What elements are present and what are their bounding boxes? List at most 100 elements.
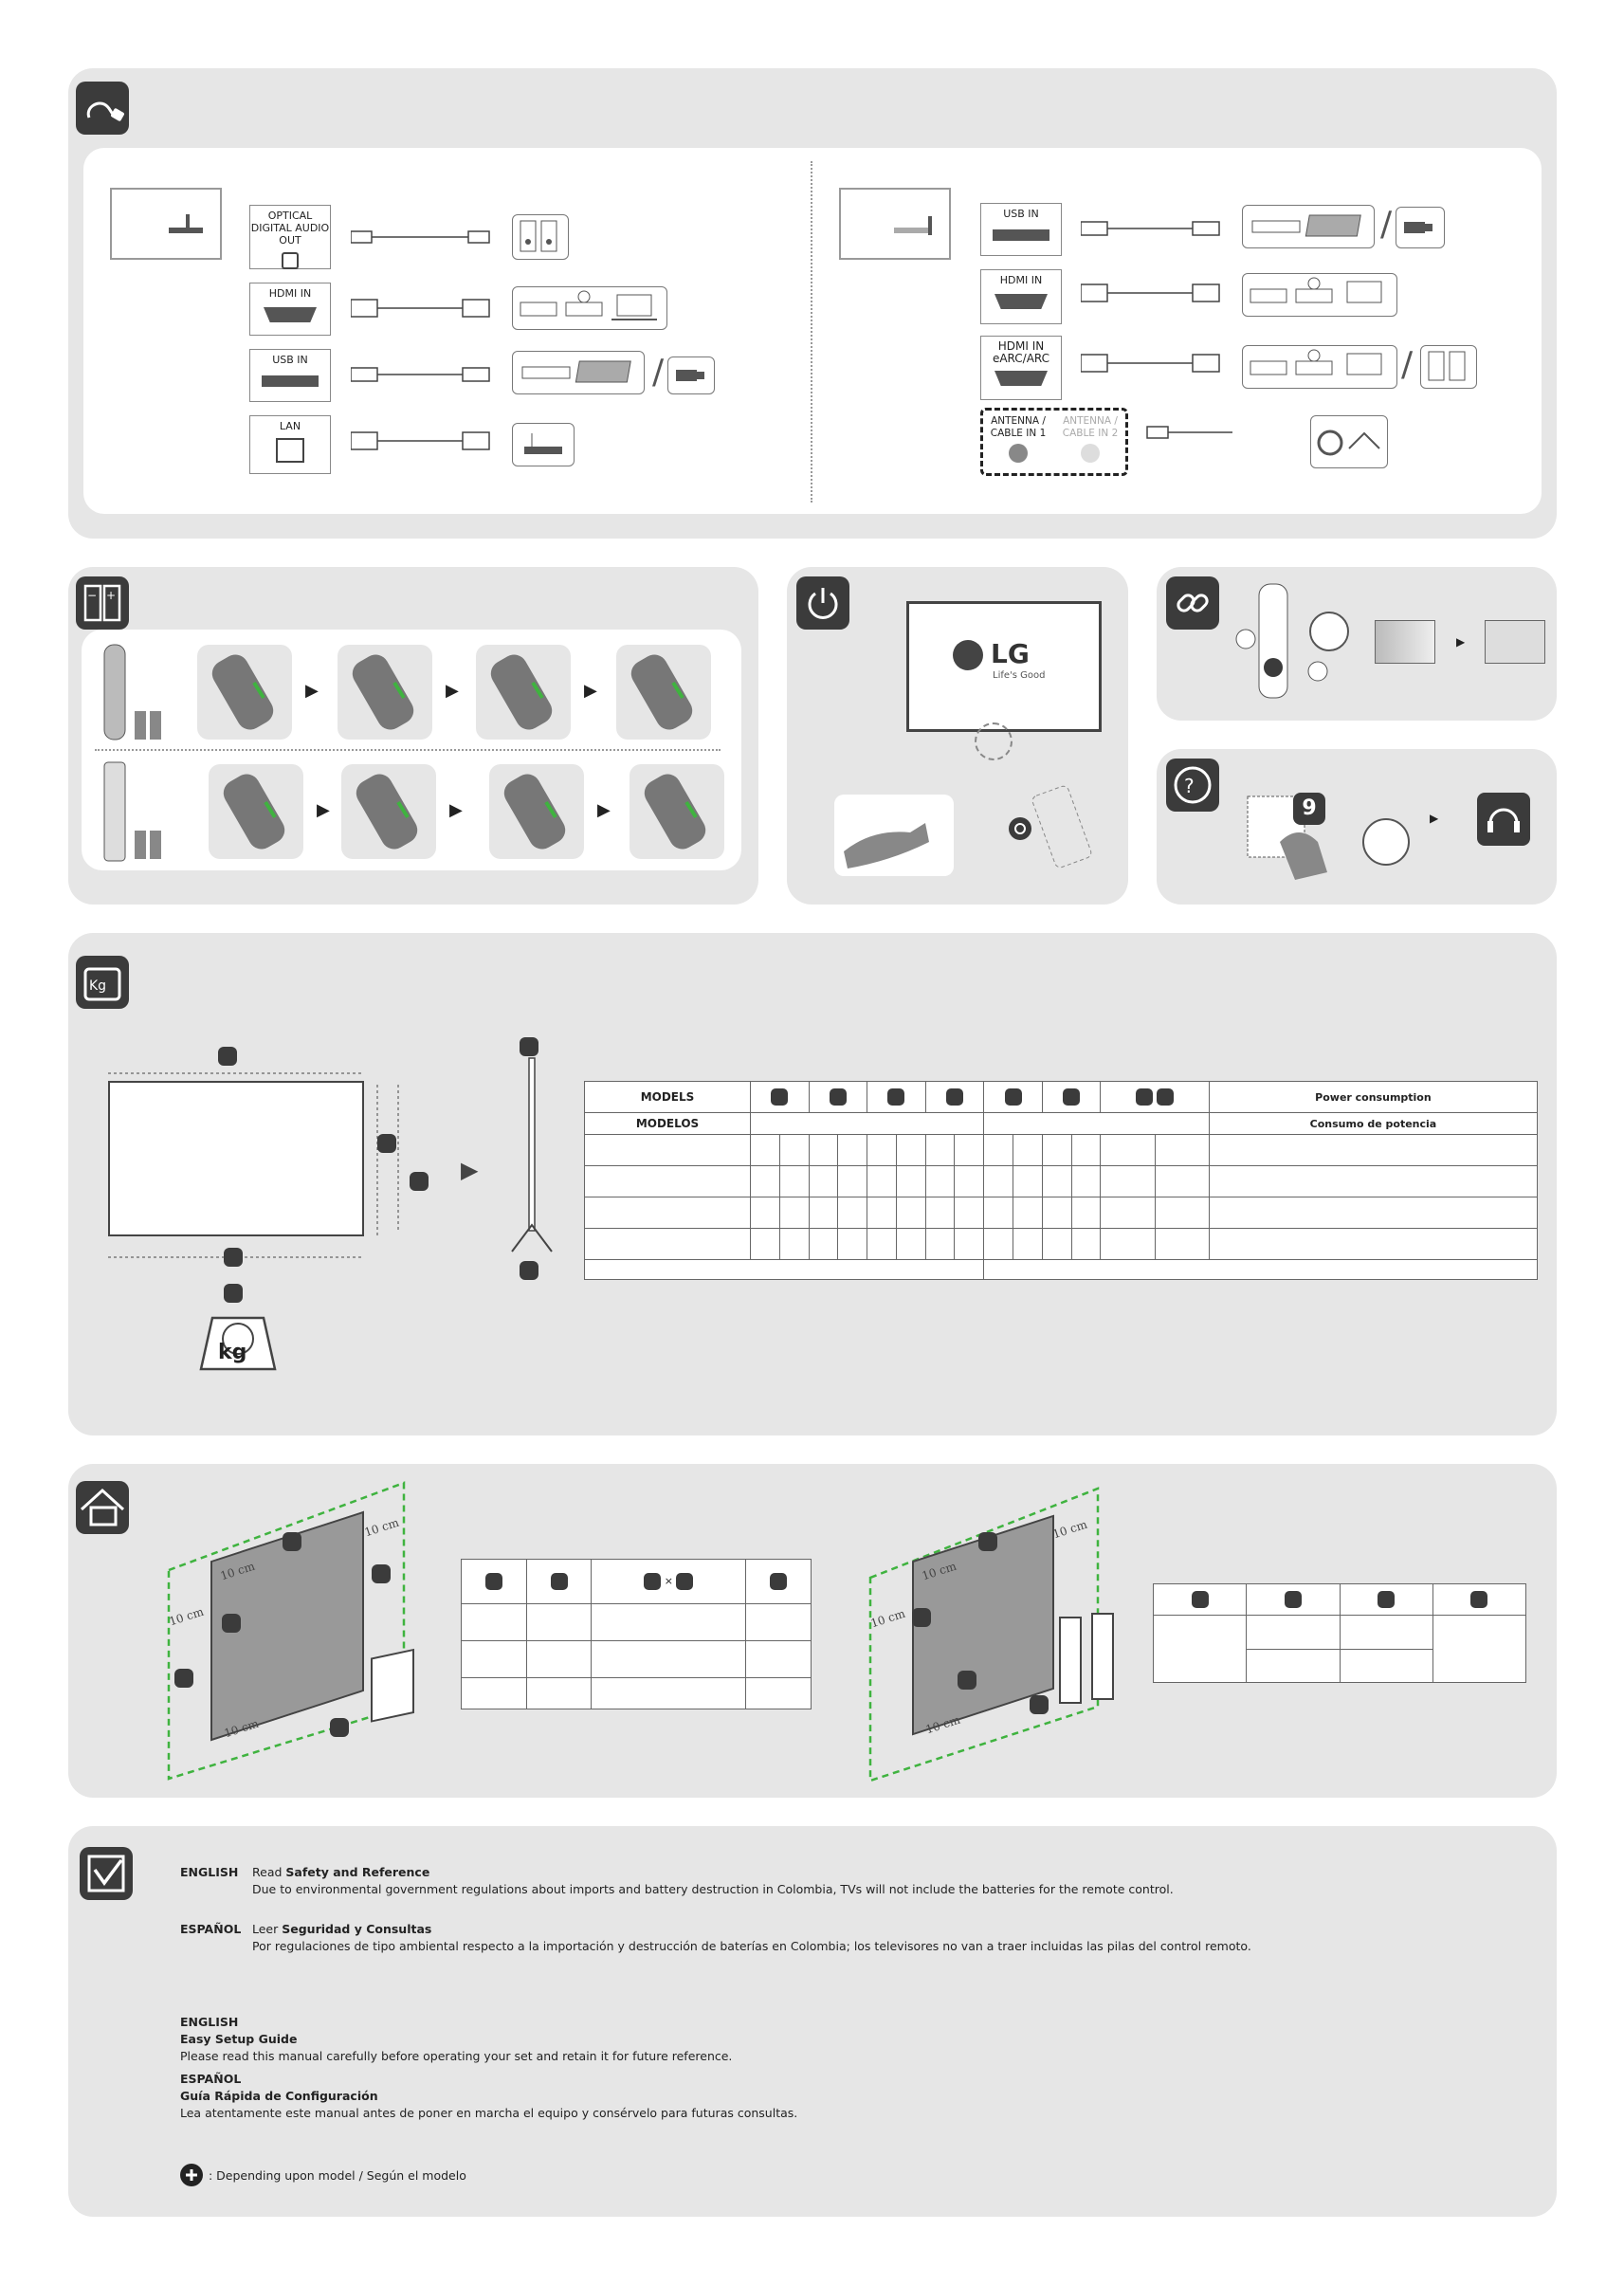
weight-tag-icon: Kg <box>76 956 129 1009</box>
table-row <box>584 1165 1539 1197</box>
port-usb-right: USB IN <box>980 203 1062 256</box>
wall-clearance-left <box>167 1481 406 1781</box>
port-hdmi-right: HDMI IN <box>980 269 1062 324</box>
wall-table-right <box>1152 1583 1527 1683</box>
lg-logo <box>953 640 983 670</box>
dimension-lines <box>108 1072 399 1258</box>
guide-title-es: Guía Rápida de Configuración <box>180 2088 378 2104</box>
times-symbol: × <box>664 1575 673 1587</box>
lg-tagline: Life's Good <box>993 670 1046 681</box>
av-devices-icon <box>1242 345 1397 389</box>
checklist-icon <box>80 1847 133 1900</box>
guide-title-en: Easy Setup Guide <box>180 2031 297 2047</box>
arrow-icon: ▶ <box>1430 812 1439 825</box>
port-label: ANTENNA / CABLE IN 2 <box>1062 415 1119 439</box>
lang-espanol: ESPAÑOL <box>180 1922 242 1936</box>
guide-text-en: Please read this manual carefully before… <box>180 2049 733 2063</box>
keypad-hand-icon <box>1247 795 1410 880</box>
slash-divider: / <box>1380 205 1393 244</box>
guide-title: Easy Setup Guide <box>180 2032 298 2046</box>
table-row <box>461 1677 812 1709</box>
storage-device-icon <box>512 351 645 394</box>
slash-divider: / <box>1401 345 1414 384</box>
arrow-icon: ▶ <box>305 681 319 701</box>
wall-mount-icon <box>76 1481 129 1534</box>
storage-device-icon <box>1242 205 1375 248</box>
port-label: LAN <box>279 420 301 432</box>
tv-off-icon <box>1375 620 1435 664</box>
dimension-marker <box>520 1261 538 1280</box>
av-devices-icon <box>1242 273 1397 317</box>
dimension-marker <box>520 1037 538 1056</box>
read-word: Leer <box>252 1922 279 1936</box>
arrow-icon: ▶ <box>597 800 611 820</box>
speaker-device-icon <box>512 214 569 260</box>
dimension-marker <box>330 1718 349 1737</box>
safety-doc-title: Seguridad y Consultas <box>282 1922 432 1936</box>
guide-title: Guía Rápida de Configuración <box>180 2089 378 2103</box>
lang-english: ENGLISH <box>180 1865 239 1879</box>
battery-step-image <box>341 764 436 859</box>
tv-on-icon <box>1485 620 1545 664</box>
port-optical: OPTICAL DIGITAL AUDIO OUT <box>249 205 331 269</box>
scale-icon <box>199 1316 277 1371</box>
arrow-icon: ▶ <box>1456 635 1466 649</box>
support-icon <box>1477 793 1530 846</box>
tv-side-view <box>511 1057 553 1252</box>
tv-dimension-drawing <box>108 1081 364 1236</box>
wall-table-left: × <box>461 1559 812 1709</box>
table-row <box>461 1603 812 1641</box>
dimension-marker <box>372 1564 391 1583</box>
battery-icon: −+ <box>76 576 129 630</box>
port-hdmi-earc: HDMI IN eARC/ARC <box>980 336 1062 400</box>
port-label: USB IN <box>1003 208 1039 220</box>
battery-step-image <box>338 645 432 740</box>
models-header: MODELS <box>584 1081 751 1113</box>
port-label: HDMI IN eARC/ARC <box>992 339 1050 365</box>
dimension-marker <box>377 1134 396 1153</box>
lang-english: ENGLISH <box>180 2015 239 2029</box>
svg-text:Kg: Kg <box>89 978 106 994</box>
table-row <box>584 1134 1539 1166</box>
spec-column-marker <box>924 1081 985 1113</box>
battery-step-image <box>489 764 584 859</box>
dimension-marker <box>224 1284 243 1303</box>
remote-power-icon <box>1009 785 1092 868</box>
link-icon <box>1166 576 1219 630</box>
svg-text:+: + <box>106 589 116 602</box>
wall-bracket-icon <box>371 1648 414 1723</box>
dimension-marker <box>174 1669 193 1688</box>
dimension-marker <box>958 1671 976 1690</box>
power-icon <box>796 576 849 630</box>
rotate-arrow-icon: ▶ <box>461 1157 479 1183</box>
read-safety-es: Leer Seguridad y Consultas <box>252 1921 431 1937</box>
weight-unit-label: kg <box>218 1341 247 1364</box>
wall-hook-icon <box>1059 1613 1114 1704</box>
port-label: OPTICAL DIGITAL AUDIO OUT <box>250 210 330 247</box>
safety-doc-title: Safety and Reference <box>285 1865 430 1879</box>
models-header-es: MODELOS <box>584 1112 751 1135</box>
read-word: Read <box>252 1865 283 1879</box>
port-antenna-1: ANTENNA / CABLE IN 1 <box>986 411 1050 470</box>
speaker-device-icon <box>1420 345 1477 389</box>
arrow-icon: ▶ <box>584 681 597 701</box>
arrow-icon: ▶ <box>317 800 330 820</box>
svg-text:?: ? <box>1184 775 1195 797</box>
power-header: Power consumption <box>1208 1081 1539 1113</box>
tv-front: LG Life's Good <box>906 601 1102 732</box>
spec-column-marker <box>808 1081 868 1113</box>
dimension-marker <box>978 1532 997 1551</box>
notes-panel <box>68 1826 1557 2217</box>
question-icon: ? <box>1166 759 1219 812</box>
power-zoom-circle <box>975 722 1013 760</box>
svg-text:−: − <box>87 589 97 602</box>
table-row <box>584 1197 1539 1229</box>
arrow-icon: ▶ <box>446 681 459 701</box>
right-cables <box>1081 221 1232 439</box>
port-usb: USB IN <box>249 349 331 402</box>
left-cables <box>351 230 490 450</box>
antenna-highlight <box>980 408 1128 476</box>
port-label: ANTENNA / CABLE IN 1 <box>990 415 1047 439</box>
battery-step-image <box>197 645 292 740</box>
